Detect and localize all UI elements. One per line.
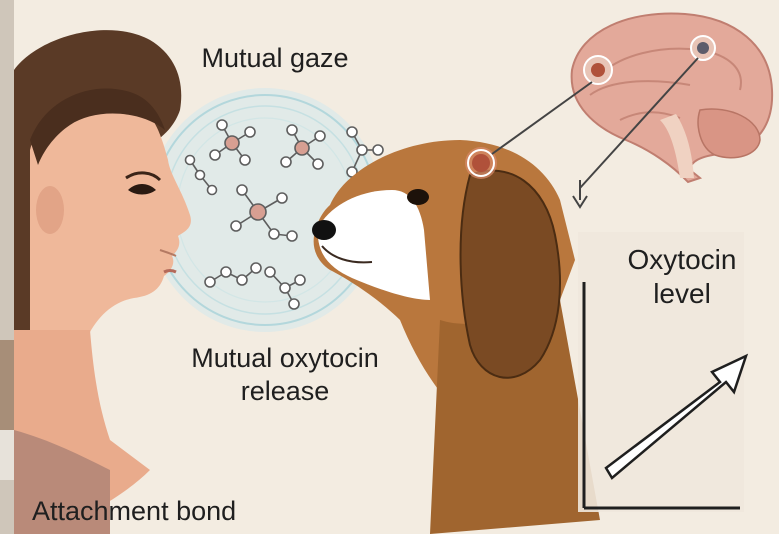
mutual-oxytocin-release-line1: Mutual oxytocin — [150, 342, 420, 375]
mutual-oxytocin-release-label: Mutual oxytocin release — [150, 342, 420, 408]
attachment-bond-label: Attachment bond — [32, 495, 236, 528]
oxytocin-level-label: Oxytocin level — [602, 243, 762, 311]
oxytocin-level-line2: level — [602, 277, 762, 311]
beagle-head-icon — [312, 140, 600, 534]
left-edge-strip — [0, 0, 14, 534]
mutual-gaze-label: Mutual gaze — [180, 42, 370, 75]
oxytocin-level-line1: Oxytocin — [602, 243, 762, 277]
woman-profile-icon — [14, 30, 191, 534]
mutual-oxytocin-release-line2: release — [150, 375, 420, 408]
brain-icon — [572, 13, 773, 182]
